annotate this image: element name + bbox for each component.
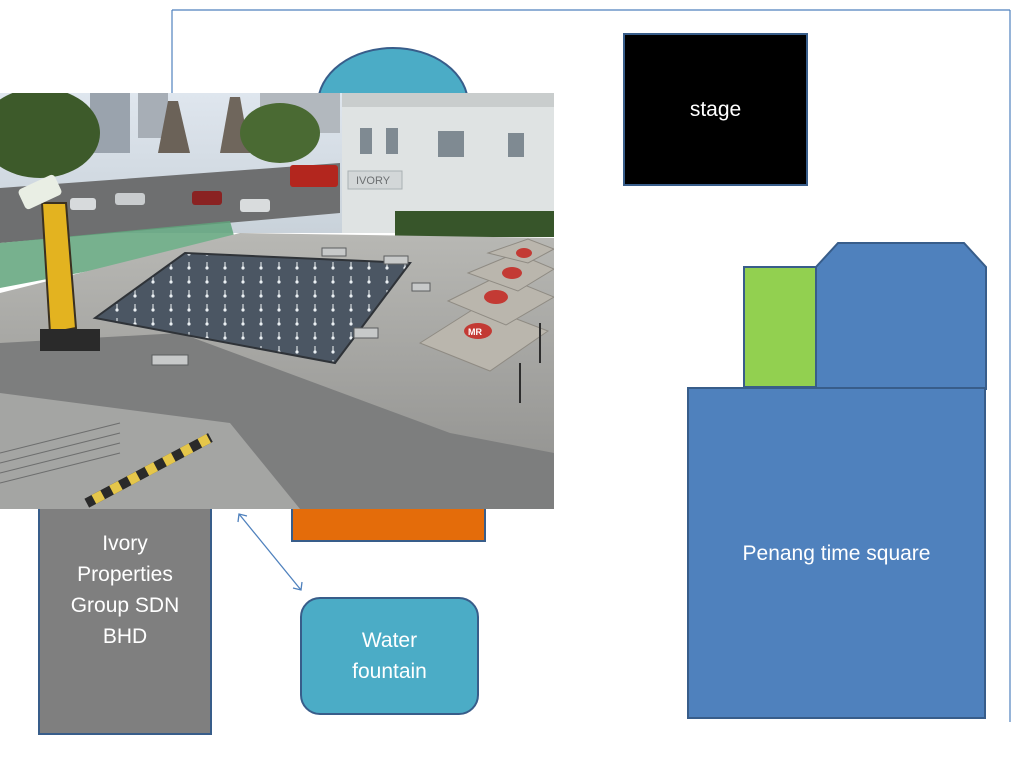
double-arrow-connector <box>237 513 303 591</box>
mall-tower-shape <box>815 242 987 390</box>
ivory-building-sign: IVORY <box>356 175 391 187</box>
stage-label: stage <box>689 98 742 121</box>
photo-illustration: IVORY <box>0 93 554 509</box>
ivory-properties-box: Ivory Properties Group SDN BHD <box>38 490 212 735</box>
stage-box: stage <box>623 33 808 186</box>
fountain-plaza-photo: IVORY <box>0 93 554 509</box>
umbrella-logo-text: MR <box>468 327 482 337</box>
penang-time-square-box: Penang time square <box>687 387 986 719</box>
penang-time-square-label: Penang time square <box>742 541 931 565</box>
green-area <box>743 266 817 388</box>
water-fountain-label: Water fountain <box>352 629 427 683</box>
water-fountain-box: Water fountain <box>300 597 479 715</box>
ivory-properties-label: Ivory Properties Group SDN BHD <box>70 532 180 648</box>
dome-shape <box>316 47 470 105</box>
